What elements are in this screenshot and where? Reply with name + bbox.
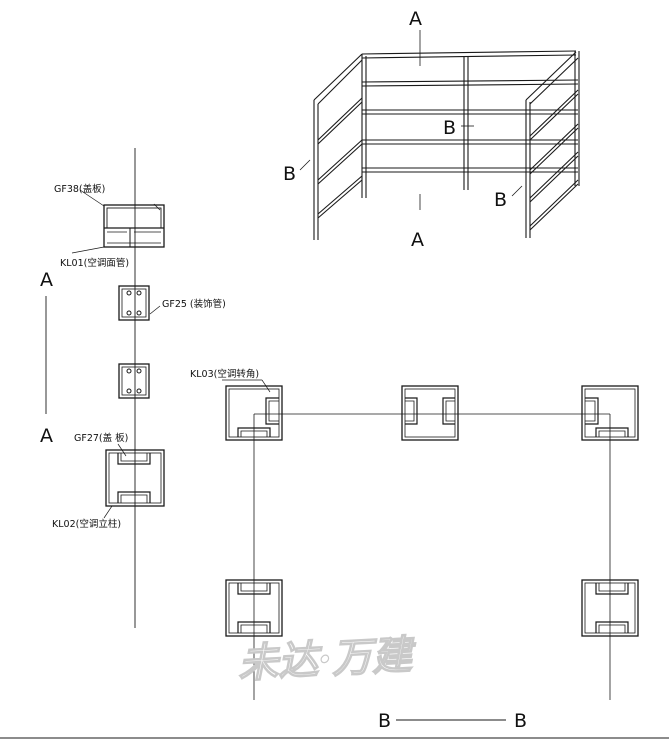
section-a-a (45, 148, 165, 628)
part-label-gf27: GF27(盖 板) (74, 432, 128, 444)
label-b-middle: B (443, 117, 456, 139)
part-label-kl03: KL03(空调转角) (190, 368, 259, 380)
watermark: 未达·万建 (237, 631, 418, 687)
isometric-frame (299, 30, 580, 240)
part-label-kl02: KL02(空调立柱) (52, 518, 121, 530)
label-b-right: B (494, 189, 507, 211)
section-b-b (222, 379, 639, 721)
label-b-section-left: B (378, 710, 391, 732)
label-a-section-bottom: A (40, 425, 53, 447)
label-a-section-top: A (40, 269, 53, 291)
label-a-bottom: A (411, 229, 424, 251)
label-b-section-right: B (514, 710, 527, 732)
part-label-kl01: KL01(空调面管) (60, 257, 129, 269)
part-label-gf38: GF38(盖板) (54, 183, 105, 195)
part-label-gf25: GF25 (装饰管) (162, 298, 226, 310)
label-a-top: A (409, 8, 422, 30)
label-b-left: B (283, 163, 296, 185)
